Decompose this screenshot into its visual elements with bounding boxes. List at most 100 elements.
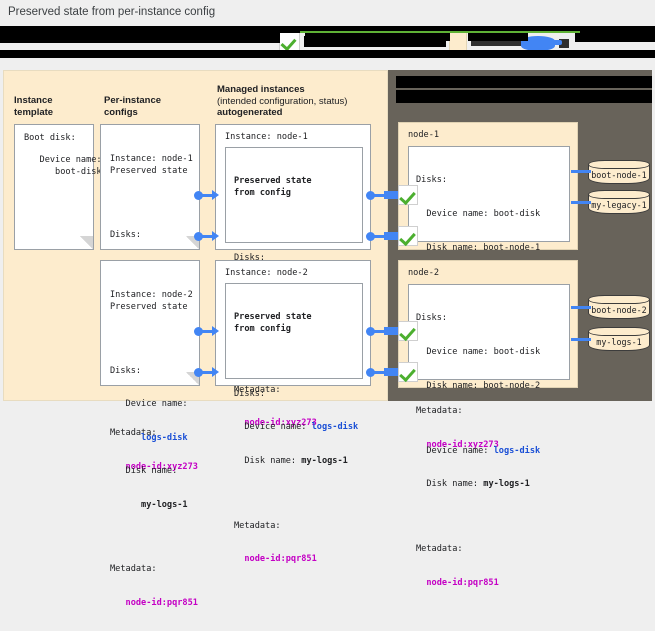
node-name: node-2 bbox=[408, 268, 440, 278]
connector-dot bbox=[194, 191, 203, 200]
legend-label-3 bbox=[559, 38, 569, 48]
connector-line bbox=[372, 371, 386, 374]
instance-line: Instance: node-1 bbox=[225, 132, 308, 142]
disk-label: boot-node-2 bbox=[591, 304, 647, 315]
cylinder-top-icon bbox=[588, 295, 650, 304]
disk-connector-line bbox=[571, 201, 591, 204]
disk-cylinder-my-legacy-1: my-legacy-1 bbox=[588, 190, 650, 214]
redaction-bar-left bbox=[0, 33, 280, 43]
connector-dot bbox=[366, 191, 375, 200]
connector-dot bbox=[366, 368, 375, 377]
connector-stub bbox=[384, 368, 398, 376]
legend-item-disk bbox=[521, 33, 569, 53]
metadata-value: node-id:pqr851 bbox=[110, 597, 198, 608]
disks-label: Disks: bbox=[416, 175, 448, 186]
device-name-value: logs-disk bbox=[110, 432, 188, 443]
connector-arrow-icon bbox=[212, 326, 219, 336]
preserved-title: Preserved state from config bbox=[234, 176, 312, 198]
inner-body: Preserved state from config Disks: Devic… bbox=[234, 290, 358, 588]
disk-connector-line bbox=[571, 338, 591, 341]
connector-dot bbox=[366, 327, 375, 336]
heading-line-2: configs bbox=[104, 106, 138, 118]
second-disk-row: Disk name: my-logs-1 bbox=[416, 479, 540, 490]
disk-cylinder-boot-node-1: boot-node-1 bbox=[588, 160, 650, 184]
metadata-label: Metadata: bbox=[110, 564, 157, 575]
connector-line bbox=[372, 194, 386, 197]
heading-line-2: (intended configuration, status) bbox=[217, 95, 348, 107]
connector-stub bbox=[384, 191, 398, 199]
second-disk-value: my-logs-1 bbox=[483, 479, 530, 490]
node-details-box: Disks: Device name: boot-disk Disk name:… bbox=[408, 146, 570, 450]
cream-box-icon bbox=[449, 31, 467, 51]
preserved-state-inner-box: Preserved state from config Disks: Devic… bbox=[225, 147, 369, 428]
right-panel-heading-redaction-1 bbox=[396, 76, 652, 88]
checkmark-badge bbox=[398, 226, 418, 246]
checkmark-badge bbox=[398, 321, 418, 341]
connector-line bbox=[200, 371, 214, 374]
boot-device-line: Device name: boot-disk bbox=[416, 209, 541, 220]
instance-line: Instance: node-2 bbox=[225, 268, 308, 278]
metadata-label: Metadata: bbox=[234, 384, 281, 395]
metadata-label: Metadata: bbox=[234, 520, 281, 531]
config-body: Instance: node-2 Preserved state Disks: … bbox=[101, 261, 206, 631]
page-title: Preserved state from per-instance config bbox=[8, 6, 216, 18]
redaction-bar-far-right bbox=[575, 33, 655, 42]
per-instance-config-note-node-2: Instance: node-2 Preserved state Disks: … bbox=[100, 260, 200, 608]
second-device-row: Device name: logs-disk bbox=[416, 446, 540, 457]
column-heading-per-instance-configs: Per-instance configs bbox=[104, 95, 161, 118]
cylinder-top-icon bbox=[588, 327, 650, 336]
right-panel-heading-redaction-2 bbox=[396, 90, 652, 103]
disk-cylinder-my-logs-1: my-logs-1 bbox=[588, 327, 650, 351]
instance-template-text: Boot disk: Device name: boot-disk bbox=[24, 133, 102, 177]
connector-dot bbox=[194, 368, 203, 377]
boot-disk-line: Disk name: boot-node-1 bbox=[416, 242, 541, 253]
heading-line-3: autogenerated bbox=[217, 107, 283, 118]
second-device-label: Device name: bbox=[416, 445, 494, 456]
connector-dot bbox=[366, 232, 375, 241]
redaction-bar-bottom bbox=[0, 50, 655, 58]
disk-cylinder-boot-node-2: boot-node-2 bbox=[588, 295, 650, 319]
node-name: node-1 bbox=[408, 130, 440, 140]
redaction-bar-green-line bbox=[300, 31, 580, 33]
device-name-label: Device name: bbox=[110, 399, 188, 410]
connector-dot bbox=[194, 232, 203, 241]
legend bbox=[0, 26, 655, 58]
disk-label: my-logs-1 bbox=[596, 336, 642, 347]
disk-name-value: my-logs-1 bbox=[110, 500, 188, 511]
device-name-label: Device name: bbox=[234, 422, 312, 433]
heading-line-2: template bbox=[14, 106, 54, 118]
node-details-box: Disks: Device name: boot-disk Disk name:… bbox=[408, 284, 570, 588]
disks-label: Disks: bbox=[110, 365, 142, 376]
disks-label: Disks: bbox=[234, 252, 266, 263]
device-name-row: Device name: logs-disk bbox=[234, 422, 358, 433]
preserved-title: Preserved state from config bbox=[234, 312, 312, 334]
disk-name-label: Disk name: bbox=[234, 455, 302, 466]
second-disk-label: Disk name: bbox=[416, 479, 484, 490]
column-heading-instance-template: Instance template bbox=[14, 95, 53, 118]
cylinder-top-icon bbox=[588, 160, 650, 169]
connector-line bbox=[200, 194, 214, 197]
disk-connector-line bbox=[571, 306, 591, 309]
preserved-state-inner-box: Preserved state from config Disks: Devic… bbox=[225, 283, 363, 564]
redaction-bar-top bbox=[0, 26, 655, 33]
legend-label-1 bbox=[304, 35, 446, 47]
redaction-bar-mid bbox=[305, 33, 450, 41]
disk-label: my-legacy-1 bbox=[591, 199, 647, 210]
node-card-node-2: node-2 Disks: Device name: boot-disk Dis… bbox=[398, 260, 578, 588]
second-device-value: logs-disk bbox=[493, 445, 541, 456]
managed-instance-box-node-2: Instance: node-2 Preserved state from co… bbox=[215, 260, 371, 564]
heading-line-1: Managed instances bbox=[217, 84, 305, 95]
cylinder-top-icon bbox=[588, 190, 650, 199]
connector-line bbox=[372, 235, 386, 238]
connector-stub bbox=[384, 327, 398, 335]
disks-label: Disks: bbox=[234, 388, 266, 399]
connector-arrow-icon bbox=[212, 367, 219, 377]
per-instance-config-note-node-1: Instance: node-1 Preserved state Disks: … bbox=[100, 124, 200, 472]
connector-arrow-icon bbox=[212, 231, 219, 241]
instance-template-note: Boot disk: Device name: boot-disk bbox=[14, 124, 102, 250]
connector-line bbox=[200, 235, 214, 238]
column-heading-managed-instances: Managed instances (intended configuratio… bbox=[217, 84, 347, 119]
disks-label: Disks: bbox=[416, 313, 448, 324]
checkmark-badge bbox=[398, 185, 418, 205]
disk-name-label: Disk name: bbox=[110, 466, 178, 477]
